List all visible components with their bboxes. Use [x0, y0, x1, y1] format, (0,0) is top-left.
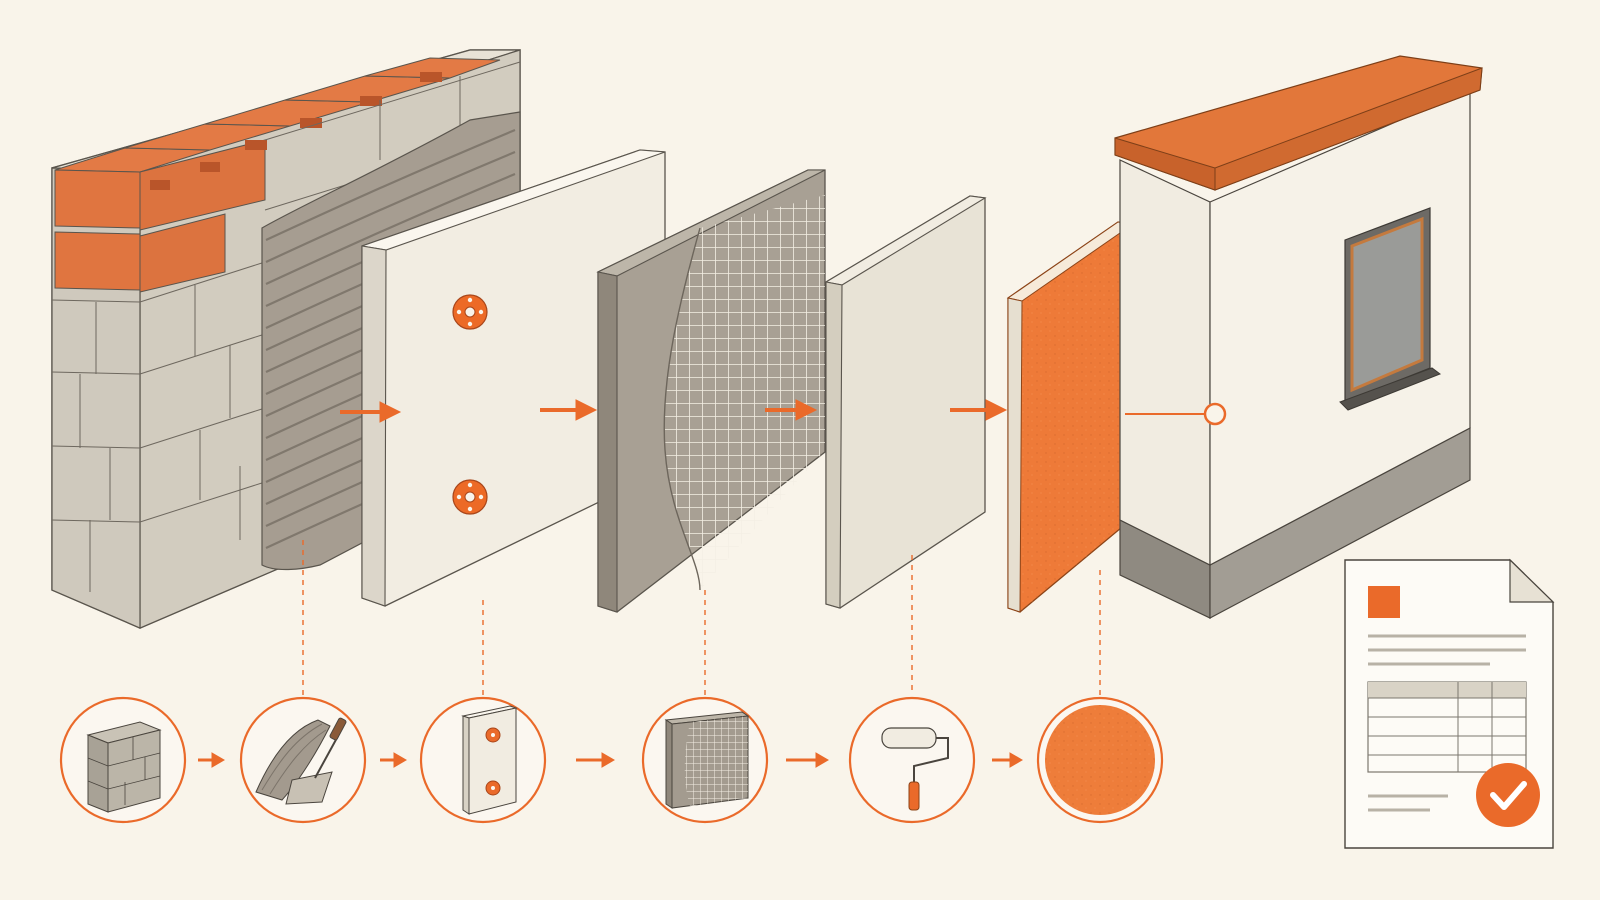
step-mesh-circle [641, 696, 769, 824]
step-render-circle [1036, 696, 1164, 824]
step-primer-circle [848, 696, 976, 824]
arrow-insulation-to-mesh [540, 399, 598, 421]
document-text-lines [1368, 634, 1526, 812]
block-joints [51, 61, 521, 592]
process-icon-row [59, 696, 1164, 824]
document-logo-square [1368, 586, 1400, 618]
arrow-mesh-to-primer [765, 399, 818, 421]
primer-layer [824, 195, 987, 609]
icon-row-arrows [198, 752, 1023, 768]
paint-roller-icon [881, 727, 949, 811]
reinforcement-mesh-icon [664, 711, 750, 809]
checkmark-approved-badge [1476, 763, 1540, 827]
mesh-grid [664, 195, 825, 590]
step-insulation-circle [419, 696, 547, 824]
insulation-board [361, 149, 666, 607]
window [1339, 207, 1442, 411]
document-table [1367, 681, 1527, 773]
step-masonry-circle [59, 696, 187, 824]
insulation-board-dowels-icon [461, 705, 518, 815]
finish-render-layer [1006, 221, 1135, 613]
approved-document-icon [1344, 558, 1555, 849]
leader-lines [302, 540, 1101, 695]
masonry-block-icon [86, 721, 162, 813]
arrow-adhesive-to-insulation [340, 401, 402, 423]
result-marker [1203, 402, 1227, 426]
render-texture-swatch-icon [1045, 705, 1155, 815]
trowel-adhesive-icon [255, 717, 347, 805]
layer-arrows [340, 399, 1008, 423]
brick-courses [54, 57, 501, 293]
reinforcement-mesh-layer [596, 169, 826, 613]
dowel-anchor-bottom [452, 479, 488, 515]
finished-house-wall [1114, 55, 1483, 619]
step-adhesive-circle [239, 696, 367, 824]
arrow-primer-to-render [950, 399, 1008, 421]
dowel-anchor-top [452, 294, 488, 330]
